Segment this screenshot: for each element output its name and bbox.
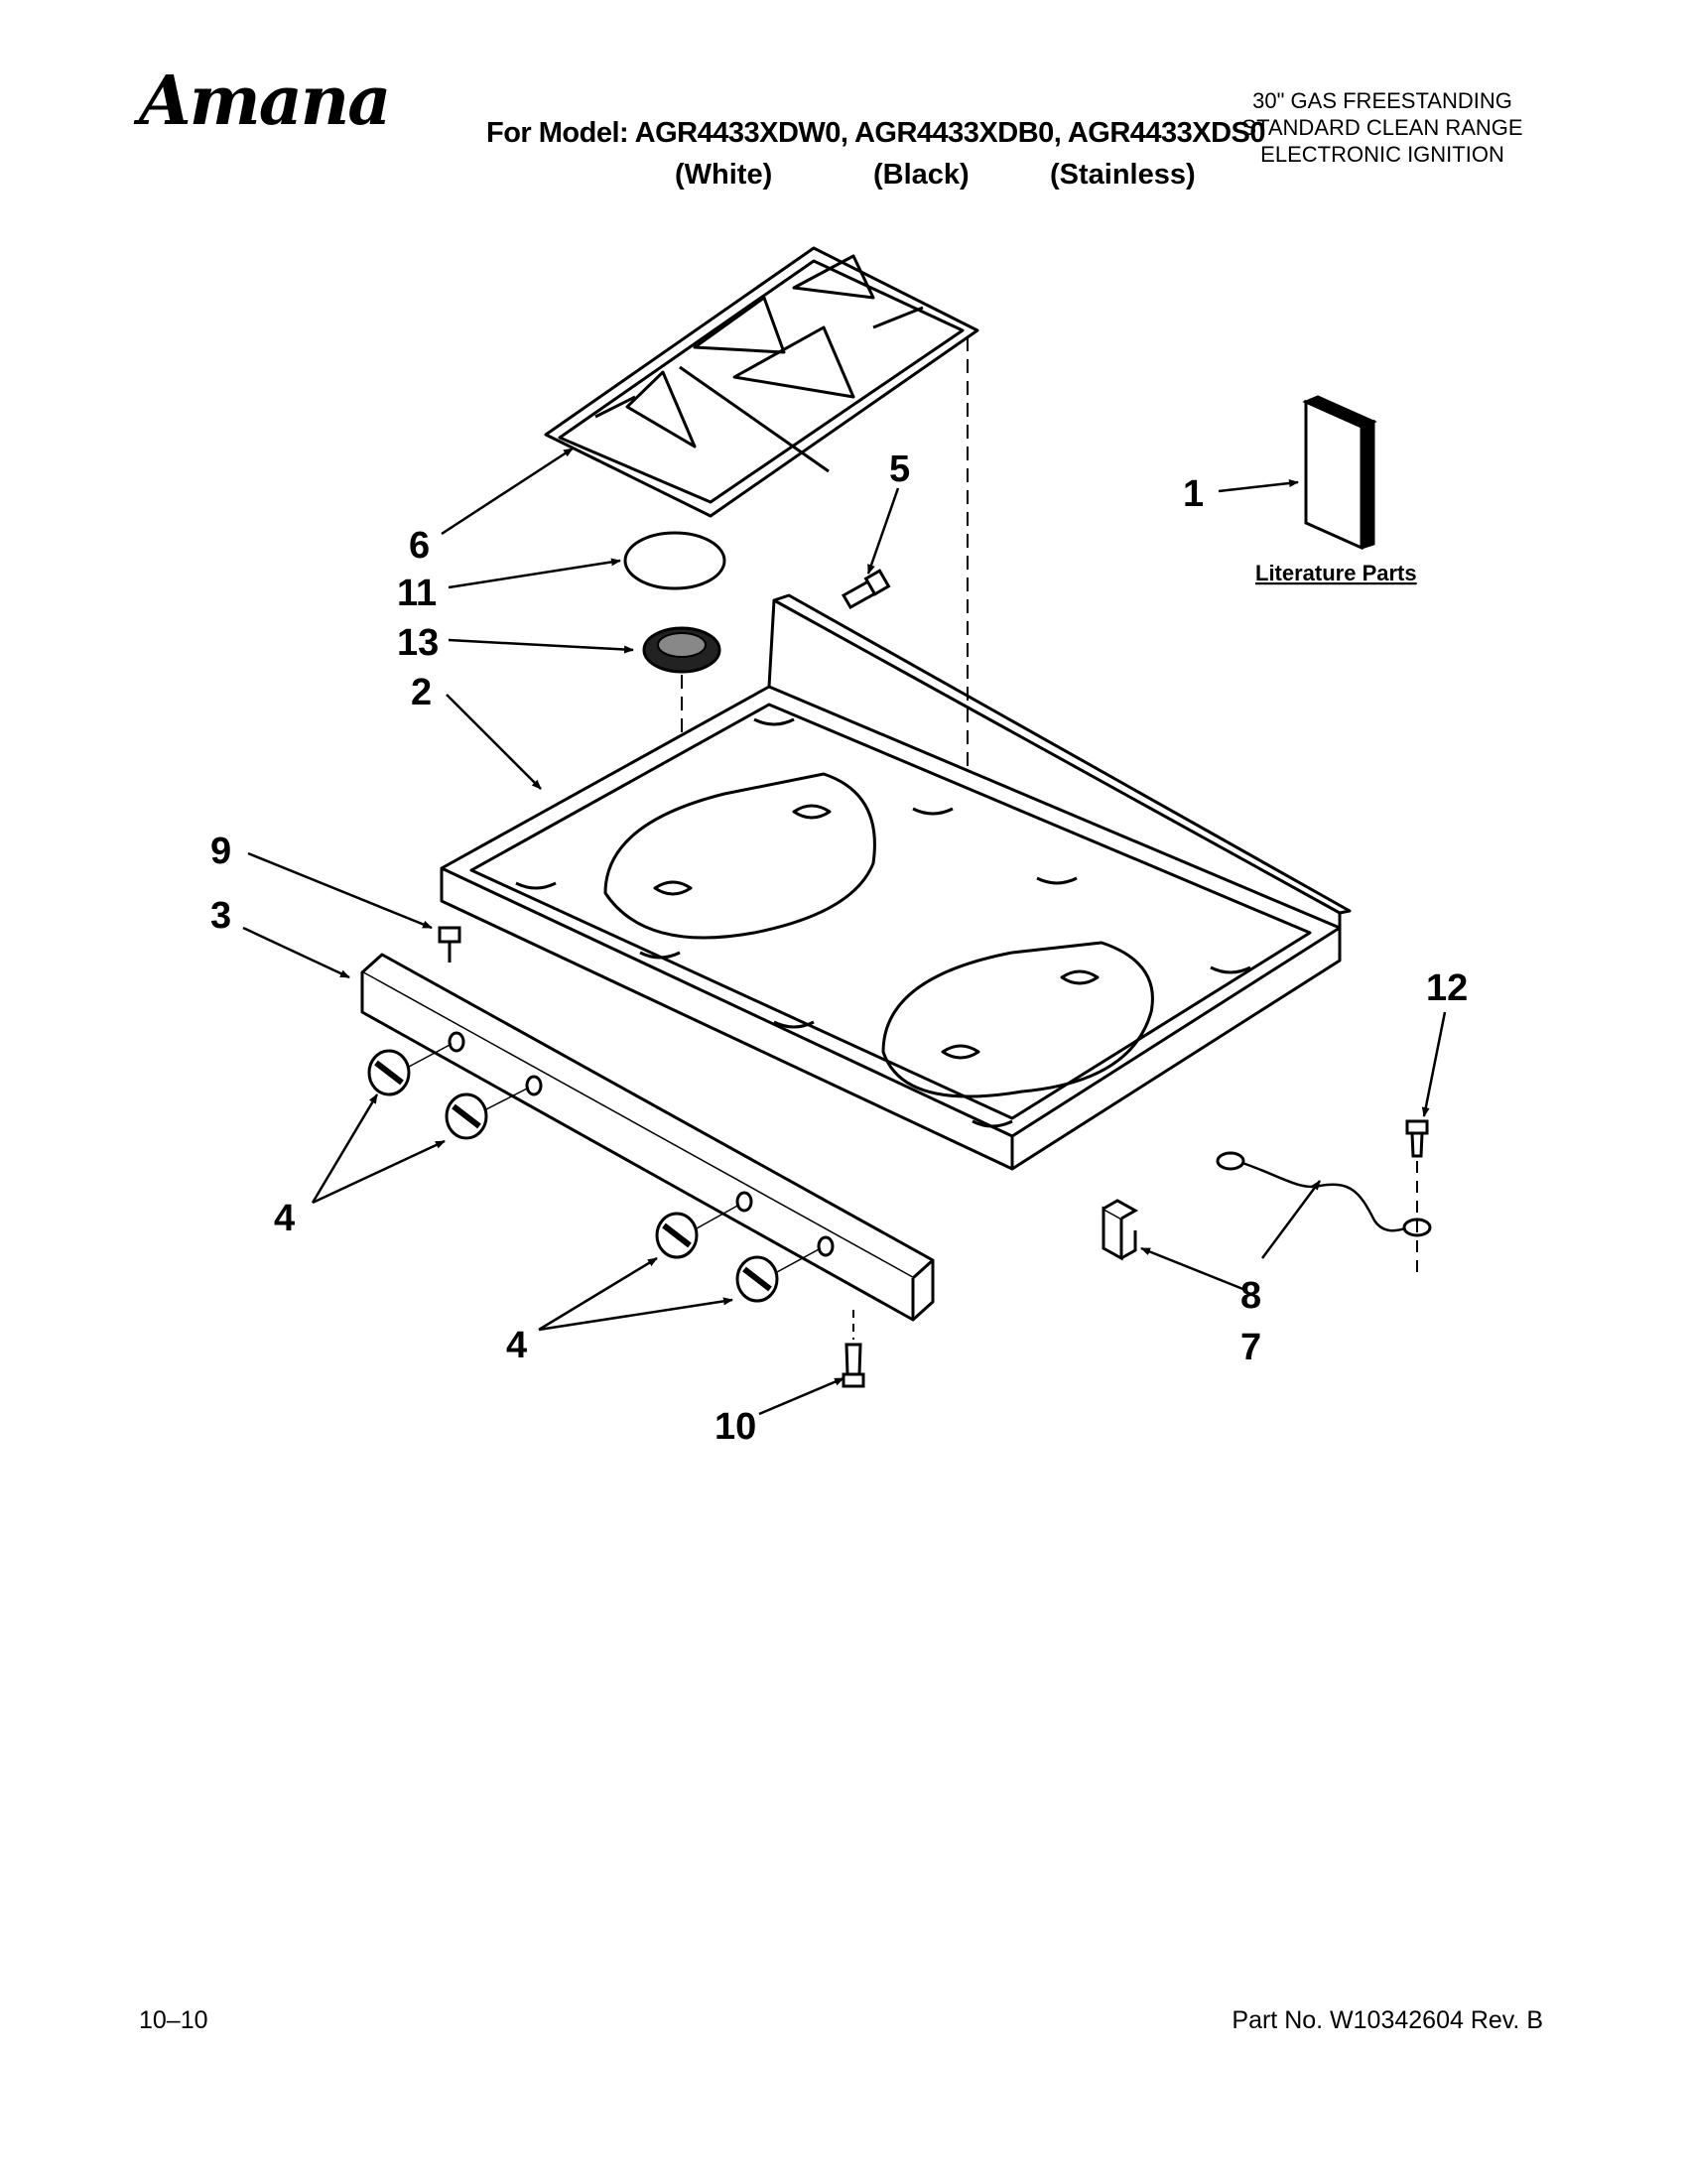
ground-wire [1216, 1151, 1432, 1237]
control-knob-2 [445, 1087, 530, 1140]
callout-10: 10 [714, 1406, 756, 1448]
literature-parts-label: Literature Parts [1255, 561, 1417, 585]
callout-6: 6 [409, 525, 430, 567]
callout-9: 9 [210, 831, 231, 872]
manifold-panel [360, 953, 935, 1322]
callout-2: 2 [411, 672, 432, 713]
control-knob-4 [735, 1247, 822, 1303]
callout-12: 12 [1426, 967, 1468, 1009]
model-line: For Model: AGR4433XDW0, AGR4433XDB0, AGR… [486, 117, 1266, 149]
callout-8: 8 [1240, 1275, 1261, 1317]
variant-white: (White) [675, 159, 773, 191]
product-desc-line-2: STANDARD CLEAN RANGE [1241, 115, 1523, 140]
brand-logo-text: Amana [139, 62, 391, 141]
ground-screw [1405, 1119, 1429, 1275]
leader-arrows [242, 447, 1447, 1416]
product-description: 30" GAS FREESTANDING STANDARD CLEAN RANG… [1219, 87, 1546, 168]
burner-cap [623, 531, 726, 590]
footer-date-code: 10–10 [139, 2006, 208, 2034]
variant-stainless: (Stainless) [1050, 159, 1196, 191]
burner-base [642, 626, 721, 674]
callout-13: 13 [397, 622, 439, 664]
cooktop-screw [841, 569, 891, 610]
callout-4b: 4 [506, 1325, 527, 1366]
control-knob-1 [367, 1043, 453, 1096]
callout-7: 7 [1240, 1327, 1261, 1368]
burner-grate [544, 246, 979, 518]
variant-black: (Black) [873, 159, 970, 191]
brand-logo: Amana [139, 67, 391, 135]
cooktop [440, 593, 1352, 1171]
control-knob-3 [655, 1204, 740, 1259]
callout-11: 11 [397, 573, 437, 614]
callout-3: 3 [210, 895, 231, 937]
panel-screw [842, 1310, 865, 1388]
callout-5: 5 [889, 449, 910, 490]
callout-4a: 4 [274, 1198, 295, 1239]
literature-booklet [1302, 395, 1377, 551]
product-desc-line-1: 30" GAS FREESTANDING [1252, 88, 1512, 113]
footer-part-number: Part No. W10342604 Rev. B [1232, 2006, 1543, 2034]
cooktop-clip [438, 926, 461, 963]
callout-1: 1 [1183, 473, 1204, 515]
wire-bracket [1102, 1199, 1139, 1261]
product-desc-line-3: ELECTRONIC IGNITION [1260, 142, 1504, 167]
